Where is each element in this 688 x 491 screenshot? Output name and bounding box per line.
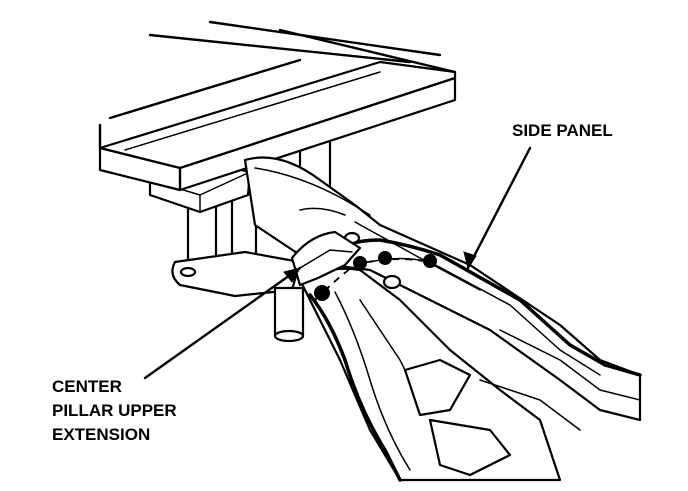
body-panel: [243, 156, 642, 482]
center-pillar-label-line2: PILLAR UPPER: [52, 401, 177, 420]
center-pillar-label-line3: EXTENSION: [52, 425, 150, 444]
jig-fixture: [98, 20, 457, 343]
center-pillar-label-line1: CENTER: [52, 377, 122, 396]
side-panel-label: SIDE PANEL: [512, 121, 613, 140]
center-pillar-callout: CENTER PILLAR UPPER EXTENSION: [52, 266, 302, 444]
side-panel-callout: SIDE PANEL: [463, 121, 613, 270]
weld-points: [314, 251, 437, 301]
